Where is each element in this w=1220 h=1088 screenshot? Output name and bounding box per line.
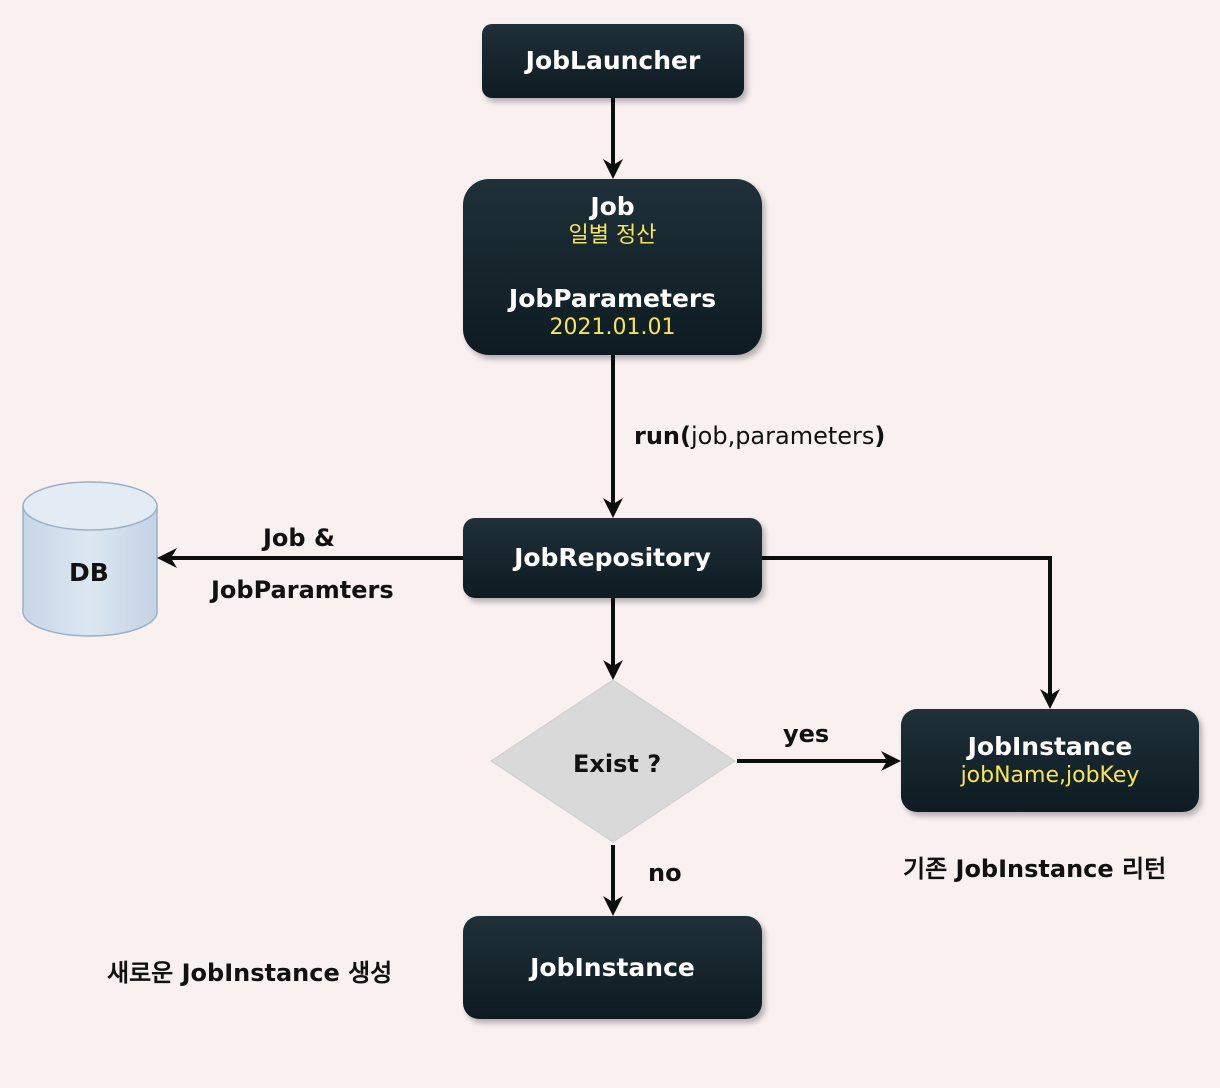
job-launcher-title: JobLauncher [525,46,701,75]
job-instance-existing-subtitle: jobName,jobKey [960,762,1140,788]
job-node: Job 일별 정산 JobParameters 2021.01.01 [463,179,762,355]
existing-instance-caption: 기존 JobInstance 리턴 [903,855,1167,883]
job-title: Job [590,192,635,221]
job-repository-node: JobRepository [463,518,762,598]
decision-diamond [490,679,736,843]
db-label: DB [69,558,109,587]
db-edge-label-line2: JobParamters [211,576,394,604]
run-method: run [634,422,681,450]
job-instance-existing-title: JobInstance [967,731,1133,761]
job-parameters-title: JobParameters [508,284,717,313]
edge-repository-to-existing-instance [762,556,1060,709]
run-edge-label: run(job,parameters) [634,422,885,450]
job-subtitle: 일별 정산 [568,223,657,248]
job-instance-new-node: JobInstance [463,916,762,1019]
job-instance-new-title: JobInstance [530,952,695,982]
job-launcher-node: JobLauncher [482,24,744,98]
run-open-paren: ( [680,422,691,450]
new-instance-caption: 새로운 JobInstance 생성 [107,959,393,987]
decision-label: Exist ? [573,750,662,778]
no-edge-label: no [648,859,682,887]
run-close-paren: ) [874,422,886,450]
db-cylinder [22,481,158,637]
yes-edge-label: yes [783,720,830,748]
db-edge-label-line1: Job & [263,524,335,552]
job-parameters-value: 2021.01.01 [549,315,676,340]
run-args: job,parameters [690,422,875,450]
job-instance-existing-node: JobInstance jobName,jobKey [901,709,1199,812]
job-repository-title: JobRepository [514,543,711,572]
